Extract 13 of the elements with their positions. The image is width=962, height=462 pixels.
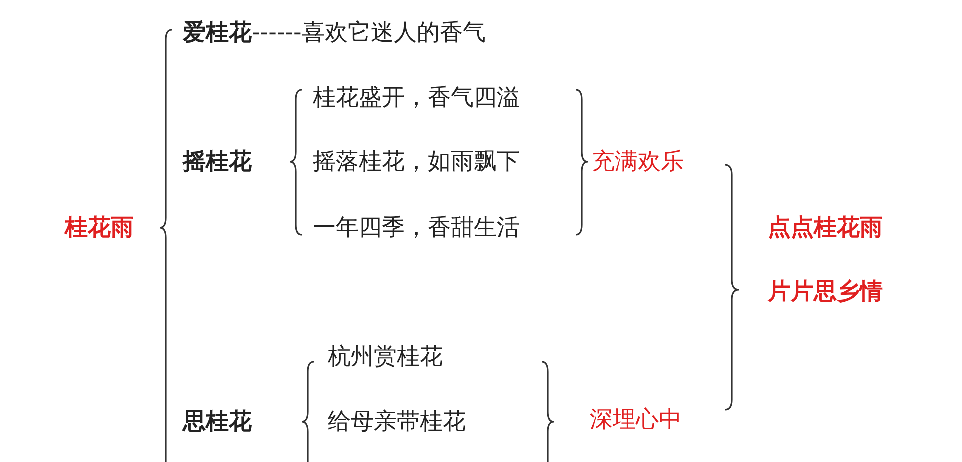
- conclusion-text: 片片思乡情: [768, 278, 883, 306]
- summary-text: 深埋心中: [590, 406, 682, 434]
- detail-text: 杭州赏桂花: [328, 343, 443, 371]
- branch-text: 爱桂花------喜欢它迷人的香气: [183, 19, 486, 47]
- detail-text: 桂花盛开，香气四溢: [313, 84, 520, 112]
- summary-text: 充满欢乐: [592, 148, 684, 176]
- detail-text: 摇落桂花，如雨飘下: [313, 148, 520, 176]
- conclusion-text: 点点桂花雨: [768, 214, 883, 242]
- detail-text: 给母亲带桂花: [328, 408, 466, 436]
- branch-topic: 思桂花: [183, 408, 252, 436]
- root-topic: 桂花雨: [65, 214, 134, 242]
- branch-topic: 摇桂花: [183, 148, 252, 176]
- detail-text: 一年四季，香甜生活: [313, 214, 520, 242]
